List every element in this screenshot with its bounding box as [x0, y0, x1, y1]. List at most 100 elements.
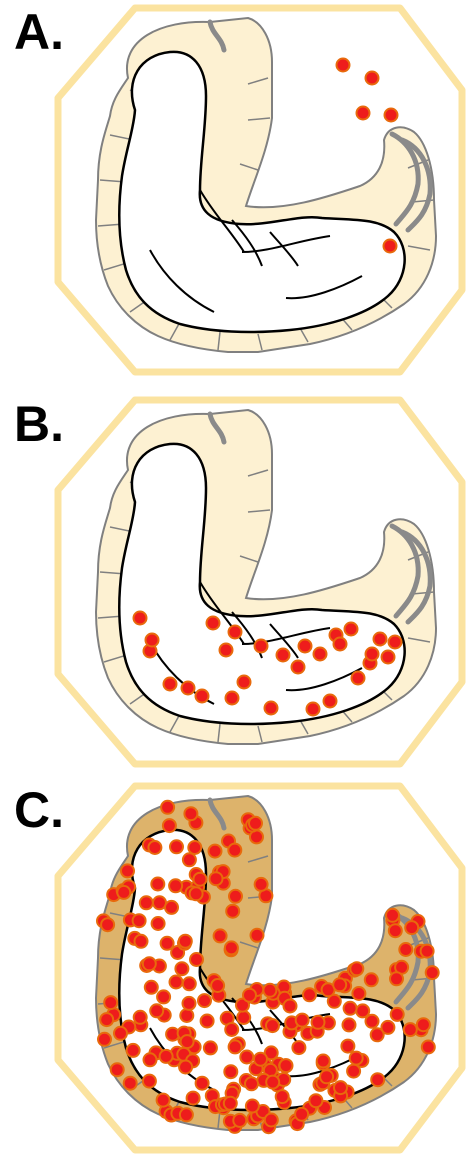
- panel-a-label: A.: [14, 2, 64, 62]
- red-dot: [299, 640, 312, 653]
- red-dot: [381, 1021, 394, 1034]
- red-dot: [204, 1041, 217, 1054]
- red-dot: [344, 1002, 357, 1015]
- red-dot: [181, 1035, 194, 1048]
- red-dot: [276, 1090, 289, 1103]
- red-dot: [161, 937, 174, 950]
- red-dot: [399, 943, 412, 956]
- red-dot: [188, 841, 201, 854]
- red-dot: [165, 901, 178, 914]
- red-dot: [292, 1041, 305, 1054]
- red-dot: [251, 929, 264, 942]
- red-dot: [148, 841, 161, 854]
- red-dot: [164, 678, 177, 691]
- red-dot: [249, 817, 262, 830]
- red-dot: [133, 914, 146, 927]
- red-dot: [343, 1018, 356, 1031]
- panel-b: B.: [0, 392, 470, 774]
- red-dot: [100, 1013, 113, 1026]
- red-dot: [238, 676, 251, 689]
- red-dot: [190, 953, 203, 966]
- red-dot: [220, 644, 233, 657]
- panel-c: C.: [0, 778, 470, 1160]
- red-dot: [365, 973, 378, 986]
- red-dot: [347, 1065, 360, 1078]
- red-dot: [309, 1094, 322, 1107]
- red-dot: [389, 636, 402, 649]
- red-dot: [389, 924, 402, 937]
- red-dot: [255, 640, 268, 653]
- red-dot: [334, 1081, 347, 1094]
- red-dot: [224, 1097, 237, 1110]
- red-dot: [277, 649, 290, 662]
- red-dot: [280, 1059, 293, 1072]
- red-dot: [114, 1027, 127, 1040]
- red-dot: [263, 984, 276, 997]
- red-dot: [341, 1040, 354, 1053]
- red-dot: [124, 1077, 137, 1090]
- red-dot: [179, 1061, 192, 1074]
- red-dot: [237, 1011, 250, 1024]
- red-dot: [307, 703, 320, 716]
- red-dot: [404, 1023, 417, 1036]
- red-dot: [320, 1070, 333, 1083]
- red-dot: [386, 909, 399, 922]
- red-dot: [182, 682, 195, 695]
- panel-a-diagram: [0, 0, 470, 382]
- red-dot: [333, 978, 346, 991]
- red-dot: [295, 1108, 308, 1121]
- red-dot: [405, 921, 418, 934]
- red-dot: [207, 617, 220, 630]
- red-dot: [157, 1094, 170, 1107]
- red-dot: [337, 59, 350, 72]
- red-dot: [101, 918, 114, 931]
- red-dot: [240, 1051, 253, 1064]
- panel-b-diagram: [0, 392, 470, 774]
- red-dot: [140, 896, 153, 909]
- red-dot: [183, 997, 196, 1010]
- red-dot: [196, 690, 209, 703]
- red-dot: [356, 1004, 369, 1017]
- red-dot: [229, 890, 242, 903]
- red-dot: [184, 807, 197, 820]
- red-dot: [352, 987, 365, 1000]
- red-dot: [317, 1055, 330, 1068]
- red-dot: [117, 886, 130, 899]
- red-dot: [194, 873, 207, 886]
- red-dot: [245, 1077, 258, 1090]
- red-dot: [175, 962, 188, 975]
- red-dot: [134, 1011, 147, 1024]
- red-dot: [303, 988, 316, 1001]
- red-dot: [150, 1004, 163, 1017]
- red-dot: [145, 981, 158, 994]
- red-dot: [144, 1053, 157, 1066]
- red-dot: [350, 1052, 363, 1065]
- red-dot: [334, 638, 347, 651]
- red-dot: [385, 109, 398, 122]
- panel-b-label: B.: [14, 394, 64, 454]
- red-dot: [111, 1063, 124, 1076]
- red-dot: [350, 962, 363, 975]
- red-dot: [183, 977, 196, 990]
- red-dot: [209, 845, 222, 858]
- panel-c-diagram: [0, 778, 470, 1160]
- red-dot: [226, 905, 239, 918]
- red-dot: [366, 72, 379, 85]
- red-dot: [357, 107, 370, 120]
- red-dot: [161, 801, 174, 814]
- red-dot: [201, 1015, 214, 1028]
- red-dot: [152, 917, 165, 930]
- red-dot: [157, 990, 170, 1003]
- red-dot: [292, 661, 305, 674]
- red-dot: [134, 612, 147, 625]
- red-dot: [169, 879, 182, 892]
- red-dot: [324, 695, 337, 708]
- red-dot: [233, 1114, 246, 1127]
- red-dot: [371, 1073, 384, 1086]
- red-dot: [214, 929, 227, 942]
- red-dot: [374, 633, 387, 646]
- red-dot: [265, 702, 278, 715]
- red-dot: [98, 1033, 111, 1046]
- red-dot: [163, 819, 176, 832]
- panel-a: A.: [0, 0, 470, 382]
